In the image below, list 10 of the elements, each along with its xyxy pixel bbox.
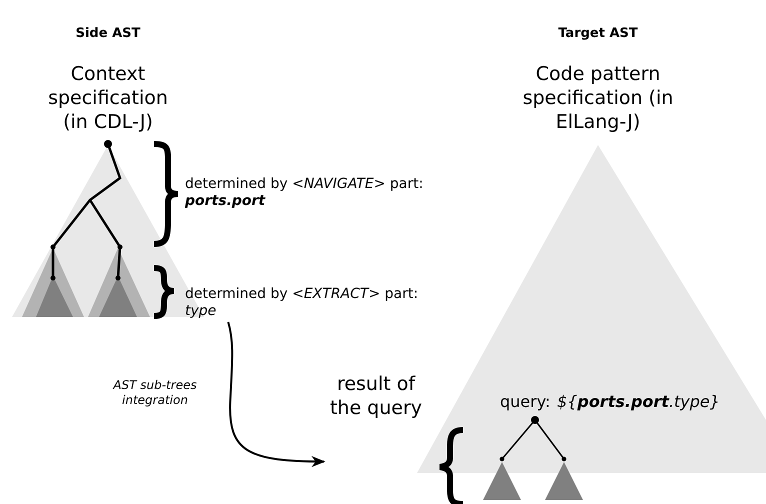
query-annotation: query: (500, 391, 552, 413)
heading: Side AST (74, 25, 142, 43)
heading: Target AST (557, 25, 639, 43)
curved-arrow (227, 322, 326, 468)
annotation: determined by <EXTRACT> part: type (185, 286, 420, 320)
tree-title: Context specification (in CDL-J) (47, 62, 169, 134)
result-text: result of the query (328, 372, 424, 420)
query-expression: ${ports.port.type} (557, 391, 721, 413)
tree-title: Code pattern specification (in ElLang-J) (522, 62, 674, 134)
annotation: determined by <NAVIGATE> part: ports.port (185, 176, 424, 210)
